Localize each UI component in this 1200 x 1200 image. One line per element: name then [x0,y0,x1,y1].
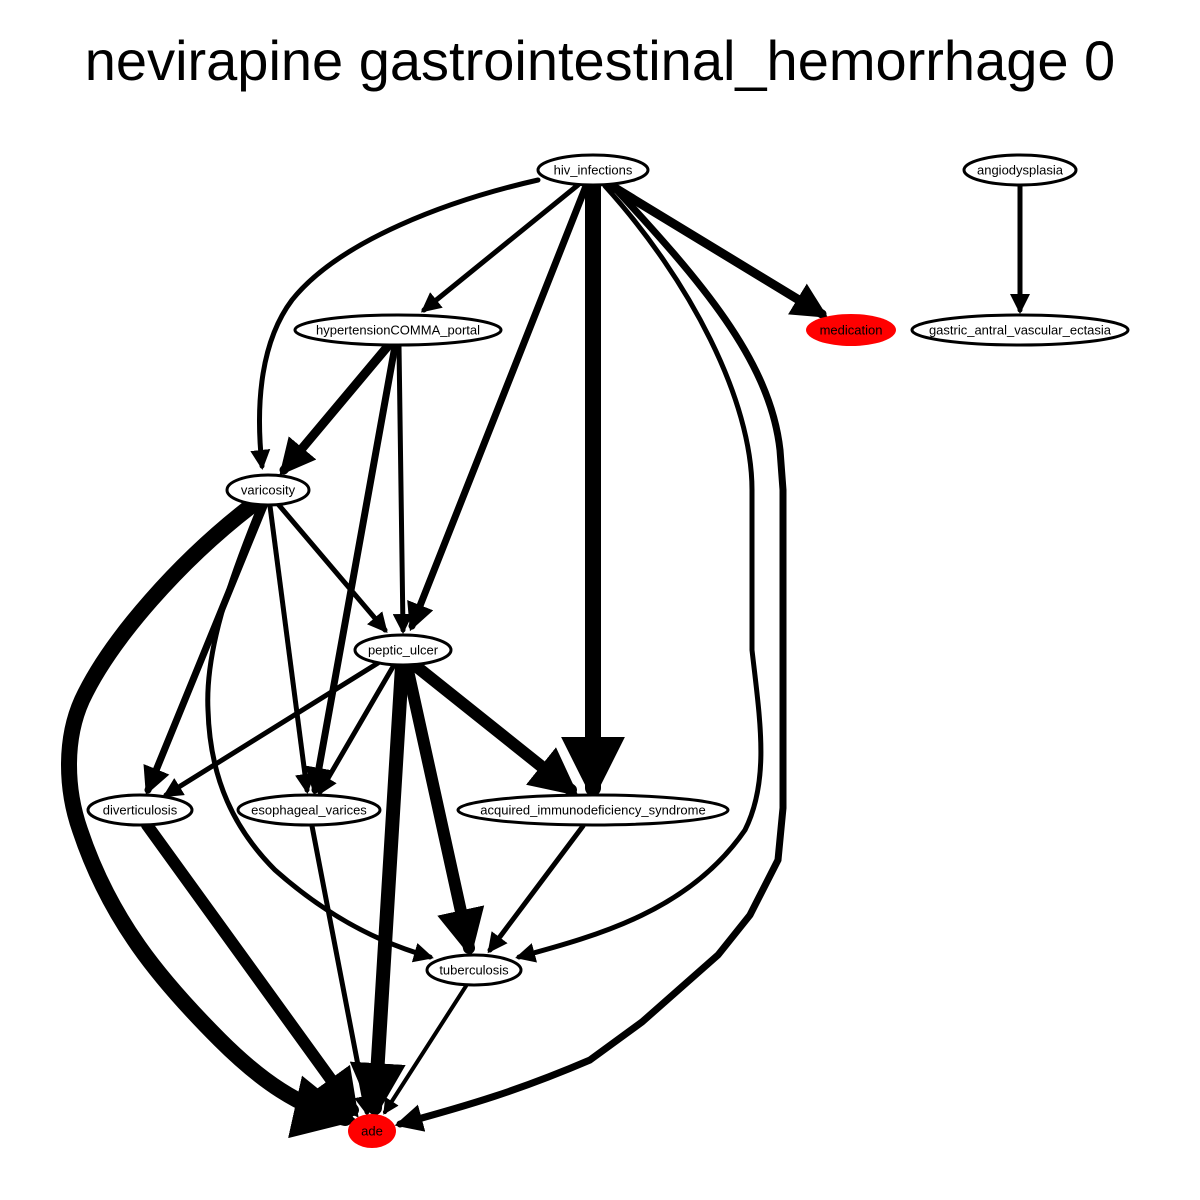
node-label-diverticulosis: diverticulosis [103,803,178,818]
node-shape-gave [910,313,1130,347]
edge-peptic_ulcer-to-diverticulosis [162,660,381,798]
edge-hypertension_portal-to-peptic_ulcer [392,343,413,634]
node-shape-angiodysplasia [962,153,1078,187]
edge-hiv_infections-to-peptic_ulcer [407,182,590,632]
edge-hiv_infections-to-medication [605,180,829,319]
node-peptic_ulcer: peptic_ulcer [353,633,453,667]
edge-peptic_ulcer-to-aids [406,657,579,796]
edge-peptic_ulcer-to-ade [349,659,409,1120]
node-label-tuberculosis: tuberculosis [439,963,509,978]
node-hiv_infections: hiv_infections [536,153,650,187]
node-shape-hypertension_portal [293,313,503,347]
edge-hypertension_portal-to-esophageal_varices [305,342,399,796]
node-label-esophageal_varices: esophageal_varices [251,803,367,818]
node-shape-hiv_infections [536,153,650,187]
edge-diverticulosis-to-ade [141,819,359,1118]
node-esophageal_varices: esophageal_varices [236,793,382,827]
node-label-medication: medication [820,323,883,338]
edge-hiv_infections-to-ade [394,181,787,1132]
node-shape-peptic_ulcer [353,633,453,667]
node-label-hypertension_portal: hypertensionCOMMA_portal [316,323,480,338]
edge-peptic_ulcer-to-esophageal_varices [317,662,397,796]
node-label-peptic_ulcer: peptic_ulcer [368,643,439,658]
edge-peptic_ulcer-to-tuberculosis [401,660,485,958]
node-label-gave: gastric_antral_vascular_ectasia [929,323,1112,338]
node-shape-tuberculosis [425,953,523,987]
node-angiodysplasia: angiodysplasia [962,153,1078,187]
node-label-aids: acquired_immunodeficiency_syndrome [480,803,705,818]
node-shape-diverticulosis [86,793,194,827]
node-shape-varicosity [225,473,311,507]
node-shape-aids [456,793,730,827]
node-varicosity: varicosity [225,473,311,507]
node-diverticulosis: diverticulosis [86,793,194,827]
node-hypertension_portal: hypertensionCOMMA_portal [293,313,503,347]
node-medication: medication [806,314,896,346]
graph-title: nevirapine gastrointestinal_hemorrhage 0 [84,29,1116,92]
nodes-layer: hiv_infections angiodysplasia hypertension… [86,153,1130,1148]
node-label-angiodysplasia: angiodysplasia [977,163,1064,178]
node-shape-esophageal_varices [236,793,382,827]
edge-esophageal_varices-to-ade [309,823,374,1116]
edge-tuberculosis-to-ade [383,984,468,1115]
edge-hypertension_portal-to-varicosity [279,341,393,476]
node-gave: gastric_antral_vascular_ectasia [910,313,1130,347]
node-shape-ade [348,1114,396,1148]
node-label-ade: ade [361,1124,383,1139]
edge-varicosity-to-ade [61,495,358,1139]
edge-varicosity-to-peptic_ulcer [275,501,388,634]
edge-aids-to-tuberculosis [487,823,586,954]
edge-hiv_infections-to-varicosity [250,177,541,470]
node-label-varicosity: varicosity [241,483,296,498]
edge-hiv_infections-to-tuberculosis [515,183,764,963]
edge-hiv_infections-to-hypertension_portal [420,182,581,313]
node-tuberculosis: tuberculosis [425,953,523,987]
edge-varicosity-to-tuberculosis [205,503,434,963]
edge-varicosity-to-diverticulosis [143,502,268,796]
node-shape-medication [806,314,896,346]
node-label-hiv_infections: hiv_infections [554,163,633,178]
node-aids: acquired_immunodeficiency_syndrome [456,793,730,827]
node-ade: ade [348,1114,396,1148]
edge-varicosity-to-esophageal_varices [267,503,315,794]
edges-layer [61,177,1030,1139]
